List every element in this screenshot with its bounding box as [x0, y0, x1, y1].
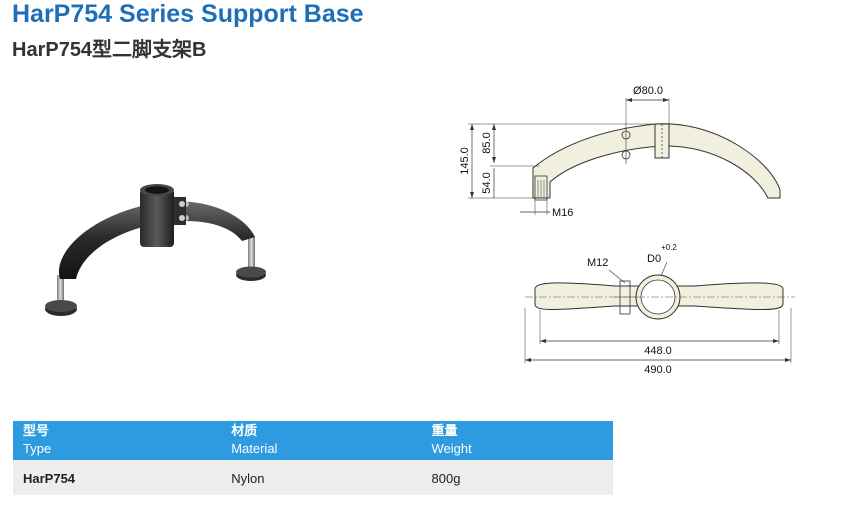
dim-length-outer: 490.0: [644, 364, 672, 376]
right-foot: [236, 237, 266, 281]
column-header-cn: 重量: [431, 424, 458, 439]
support-arm: [58, 201, 255, 279]
column-header-en: Type: [23, 441, 52, 456]
column-header-type: 型号 Type: [13, 421, 222, 460]
dim-length-inner: 448.0: [644, 345, 672, 357]
dim-bore-tolerance: +0.2: [661, 243, 677, 252]
column-header-en: Material: [231, 441, 278, 456]
dim-diameter: Ø80.0: [633, 85, 663, 97]
cell-material: Nylon: [221, 460, 422, 495]
product-photo: [45, 184, 266, 316]
column-header-en: Weight: [431, 441, 472, 456]
dim-height-upper: 85.0: [481, 132, 493, 153]
column-header-cn: 型号: [23, 424, 50, 439]
table-row: HarP754 Nylon 800g: [13, 460, 613, 495]
dim-height-total: 145.0: [459, 147, 471, 175]
page-subtitle: HarP754型二脚支架B: [12, 39, 207, 61]
dim-thread-m16: M16: [552, 207, 573, 219]
left-foot: [45, 275, 77, 316]
center-hub: [140, 184, 189, 247]
dim-thread-m12: M12: [587, 257, 608, 269]
dim-height-lower: 54.0: [481, 172, 493, 193]
cell-type: HarP754: [13, 460, 222, 495]
column-header-cn: 材质: [231, 424, 258, 439]
cell-weight: 800g: [421, 460, 613, 495]
column-header-material: 材质 Material: [221, 421, 422, 460]
spec-table: 型号 Type 材质 Material 重量 Weight HarP754 Ny…: [13, 421, 613, 495]
top-view-drawing: M12 D0 +0.2 448.0 490.0: [524, 243, 795, 376]
column-header-weight: 重量 Weight: [421, 421, 613, 460]
dim-bore: D0: [647, 253, 661, 265]
page-title: HarP754 Series Support Base: [12, 0, 364, 28]
table-header-row: 型号 Type 材质 Material 重量 Weight: [13, 421, 613, 460]
side-view-body: [532, 123, 781, 199]
side-view-drawing: 145.0 85.0 54.0 Ø80.0 M16: [459, 85, 781, 219]
